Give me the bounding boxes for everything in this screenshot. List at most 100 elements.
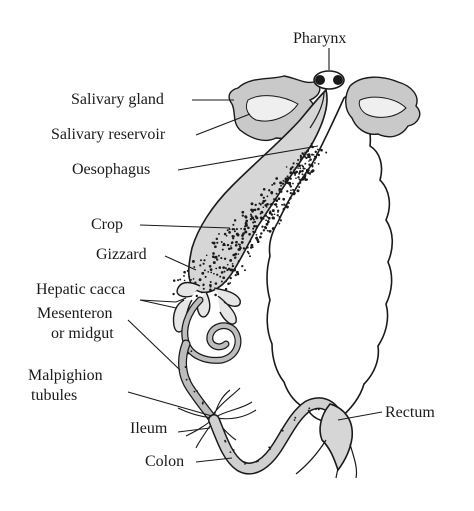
stipple-dot [281,429,284,432]
leader-oesophagus [177,145,319,171]
stipple-dot [246,246,249,249]
stipple-dot [305,178,309,181]
stipple-dot [251,210,254,213]
stipple-dot [264,226,268,230]
stipple-dot [215,267,218,270]
stipple-dot [314,150,318,154]
stipple-dot [252,208,256,211]
label-midgut: or midgut [51,325,114,342]
stipple-dot [287,179,290,181]
stipple-dot [264,199,267,202]
stipple-dot [266,195,269,198]
stipple-dot [233,235,235,238]
stipple-dot [246,250,249,253]
stipple-dot [227,267,231,271]
stipple-dot [307,169,310,172]
stipple-dot [193,266,196,269]
stipple-dot [249,240,252,243]
stipple-dot [183,270,186,274]
stipple-dot [196,390,199,392]
stipple-dot [293,192,296,195]
rectum [319,403,354,472]
stipple-dot [316,153,318,155]
stipple-dot [245,219,249,223]
stipple-dot [293,169,295,171]
stipple-dot [293,171,297,175]
stipple-dot [212,252,215,255]
stipple-dot [214,282,218,285]
stipple-dot [232,237,235,240]
stipple-dot [252,230,255,233]
stipple-dot [227,282,230,285]
stipple-dot [242,232,245,235]
stipple-dot [257,460,259,462]
stipple-dot [299,181,302,184]
stipple-dot [209,288,212,292]
stipple-dot [266,216,269,218]
stipple-dot [222,242,226,246]
stipple-dot [306,149,309,153]
stipple-dot [286,190,289,193]
stipple-dot [229,451,232,453]
stipple-dot [312,153,315,156]
stipple-dot [222,276,226,280]
stipple-dot [275,192,278,195]
stipple-dot [290,189,292,192]
stipple-dot [207,270,210,273]
leader-crop [139,224,231,229]
label-crop: Crop [91,216,123,233]
stipple-dot [232,223,235,226]
stipple-dot [289,191,292,195]
stipple-dot [202,287,205,290]
stipple-dot [298,178,301,181]
stipple-dot [188,275,191,278]
leader-lines [127,48,383,463]
stipple-dot [271,209,275,213]
stipple-dot [235,240,238,244]
stipple-dot [275,177,279,180]
stipple-dot [233,219,237,222]
stipple-dot [315,408,317,411]
stipple-dot [259,203,262,205]
stipple-dot [233,256,237,260]
stipple-dot [278,216,281,218]
stipple-dot [317,408,320,411]
stipple-dot [244,269,246,272]
leader-ileum [177,427,211,433]
stipple-dot [296,189,300,193]
stipple-dot [199,264,202,267]
stipple-dot [254,203,257,207]
stipple-dot [249,246,253,249]
salivary-reservoir-right [358,96,407,118]
stipple-dot [235,228,238,231]
stipple-dot [317,163,320,165]
stipple-dot [301,169,304,173]
pharynx-eye-right [333,75,343,85]
stipple-dot [225,280,228,283]
stipple-dot [299,158,302,161]
stipple-dot [244,463,246,465]
label-gizzard: Gizzard [96,246,147,263]
stipple-dot [202,401,204,404]
stipple-dot [220,280,223,283]
stipple-dot [289,168,292,171]
stipple-dot [227,247,231,250]
stipple-dot [294,167,297,170]
stipple-dot [223,257,227,261]
stipple-dot [278,222,281,225]
stipple-dot [253,224,256,228]
stipple-dot [265,219,267,222]
stipple-dot [288,182,292,186]
stipple-dot [237,253,240,255]
stipple-dot [276,214,279,217]
stipple-dot [308,160,310,162]
stipple-dot [266,219,270,223]
label-oesophagus: Oesophagus [72,161,151,178]
stipple-dot [240,227,243,230]
stipple-dot [187,352,190,355]
stipple-dot [262,229,266,232]
stipple-dot [185,378,188,381]
stipple-dot [217,254,220,257]
stipple-dot [254,215,258,218]
